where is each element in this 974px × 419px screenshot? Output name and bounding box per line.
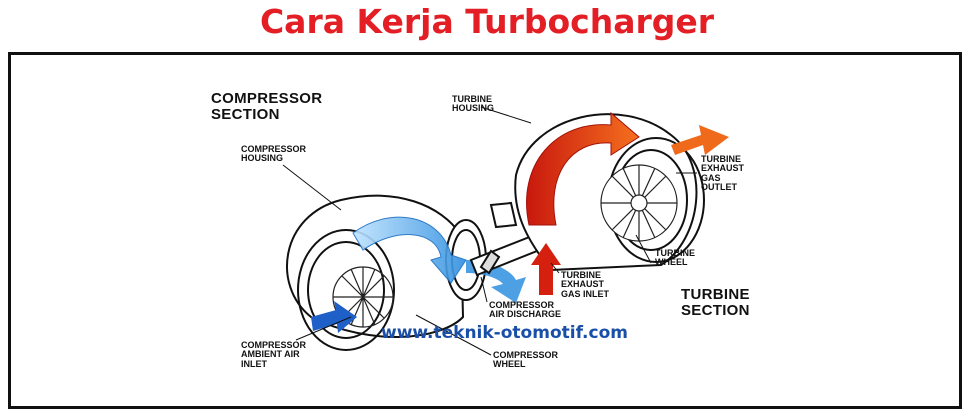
ambient-air-inlet-arrow <box>311 301 357 333</box>
turbine-exhaust-flow <box>526 111 640 226</box>
label-compressor-wheel: COMPRESSOR WHEEL <box>493 350 559 370</box>
label-turbine-wheel: TURBINE WHEEL <box>655 248 695 268</box>
label-compressor-section: COMPRESSOR SECTION <box>211 90 323 123</box>
label-turbine-housing: TURBINE HOUSING <box>452 94 495 114</box>
exhaust-inlet-arrow <box>531 243 561 295</box>
label-compressor-ambient-air-inlet: COMPRESSOR AMBIENT AIR INLET <box>241 340 307 369</box>
leader-lines <box>282 106 697 356</box>
label-turbine-section: TURBINE SECTION <box>681 286 750 319</box>
label-compressor-air-discharge: COMPRESSOR AIR DISCHARGE <box>489 300 562 320</box>
turbocharger-illustration <box>282 106 729 356</box>
compressor-air-flow <box>352 216 467 284</box>
label-turbine-exhaust-gas-outlet: TURBINE EXHAUST GAS OUTLET <box>701 154 745 193</box>
label-compressor-housing: COMPRESSOR HOUSING <box>241 144 307 164</box>
compressor-wheel <box>332 266 394 328</box>
diagram-frame: COMPRESSOR SECTION COMPRESSOR HOUSING TU… <box>8 52 962 409</box>
diagram-title: Cara Kerja Turbocharger <box>259 2 715 41</box>
exhaust-outlet-arrow <box>671 125 729 155</box>
turbine-wheel <box>600 164 678 242</box>
website-watermark: www.teknik-otomotif.com <box>381 323 628 343</box>
label-turbine-exhaust-gas-inlet: TURBINE EXHAUST GAS INLET <box>561 270 610 299</box>
